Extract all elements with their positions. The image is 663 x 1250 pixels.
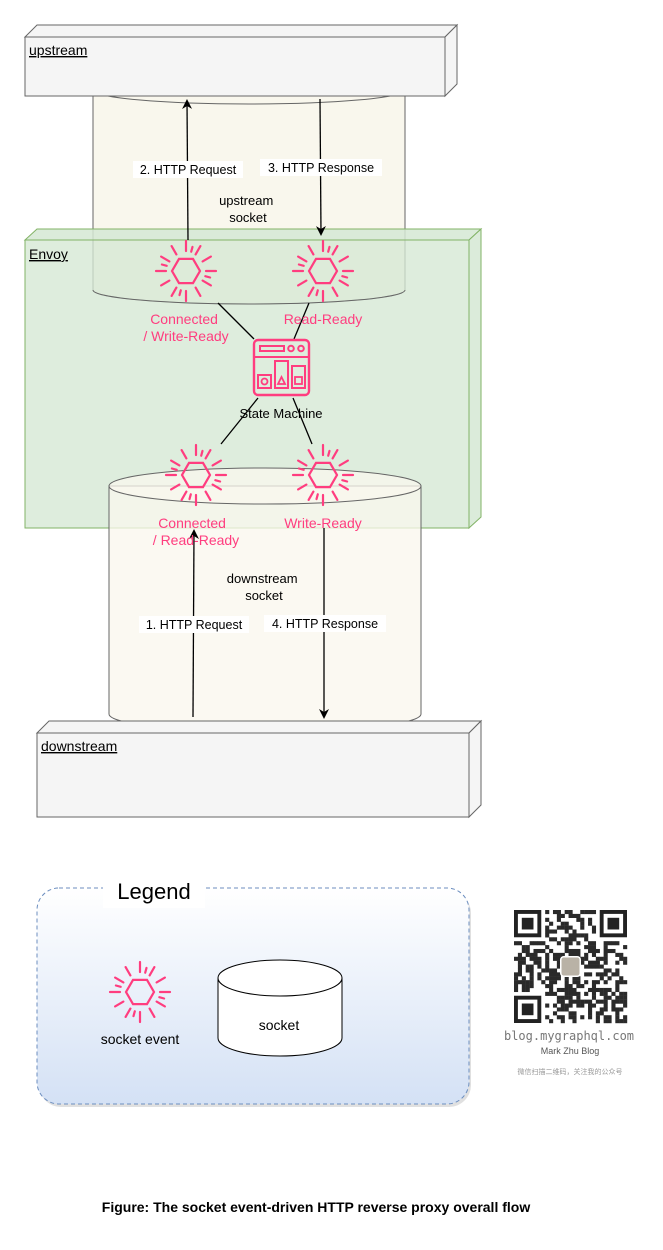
envoy-box-label: Envoy [29,246,68,262]
link-down-write-ready [292,397,313,445]
arrow-label-3: 3. HTTP Response [260,159,382,176]
link-up-connected [217,302,255,340]
svg-text:3. HTTP Response: 3. HTTP Response [268,161,374,175]
event-label-down-connected: Connected / Read-Ready [153,515,239,548]
link-down-connected [220,397,259,445]
arrow-label-1: 1. HTTP Request [139,616,249,633]
upstream-socket-label: upstream socket [219,193,277,225]
legend-title: Legend [117,879,190,904]
legend-panel: Legend socket event socket [36,876,471,1107]
qr-code-image [514,910,628,1024]
state-machine-icon [252,338,311,397]
arrow-label-4: 4. HTTP Response [264,615,386,632]
legend-event-label: socket event [101,1031,180,1047]
qr-name: Mark Zhu Blog [541,1046,600,1056]
svg-text:2. HTTP Request: 2. HTTP Request [140,163,237,177]
qr-note: 微信扫描二维码，关注我的公众号 [518,1067,623,1076]
upstream-box: upstream [23,23,459,98]
svg-text:4. HTTP Response: 4. HTTP Response [272,617,378,631]
downstream-socket-label: downstream socket [227,571,301,603]
state-machine-links [217,302,313,445]
svg-text:1. HTTP Request: 1. HTTP Request [146,618,243,632]
figure-caption: Figure: The socket event-driven HTTP rev… [102,1199,531,1215]
downstream-socket-cylinder [108,467,422,733]
downstream-box-label: downstream [41,738,117,754]
event-label-down-write-ready: Write-Ready [284,515,362,531]
arrow-label-2: 2. HTTP Request [133,161,243,178]
state-machine-label: State Machine [239,406,322,421]
qr-url: blog.mygraphql.com [504,1029,634,1043]
downstream-box: downstream [35,719,483,819]
event-label-up-connected: Connected / Write-Ready [143,311,228,344]
upstream-socket-bottom-edge [92,289,406,305]
upstream-box-label: upstream [29,42,87,58]
legend-socket-label: socket [259,1017,300,1033]
legend-socket-cylinder [217,959,343,1057]
link-up-read-ready [293,302,310,340]
event-label-up-read-ready: Read-Ready [284,311,363,327]
